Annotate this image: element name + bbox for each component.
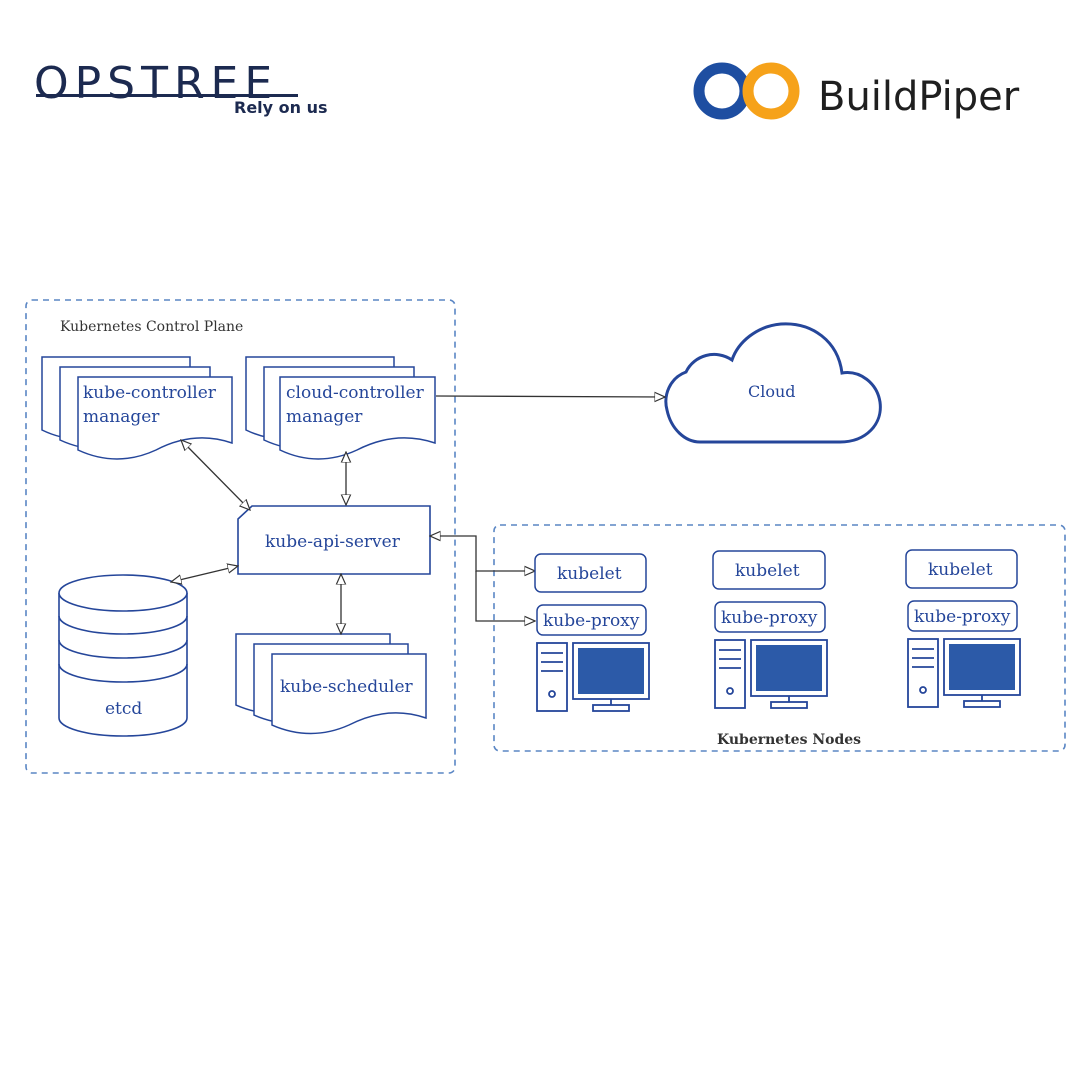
cloud-controller-manager-label-1: cloud-controller <box>286 383 425 403</box>
etcd-label: etcd <box>105 699 142 719</box>
kubelet-label: kubelet <box>928 560 993 580</box>
control-plane-group <box>25 299 456 774</box>
kube-controller-manager-node <box>41 356 233 460</box>
nodes-group <box>493 524 1066 752</box>
control-plane-label: Kubernetes Control Plane <box>60 319 243 335</box>
kubelet-label: kubelet <box>557 564 622 584</box>
kube-controller-manager-label-2: manager <box>83 407 160 427</box>
worker-node-3: kubelet kube-proxy <box>905 549 1021 708</box>
cloud-controller-manager-node <box>245 356 436 460</box>
kube-proxy-box <box>907 600 1018 632</box>
kube-proxy-box <box>714 601 826 633</box>
arrow-apiserver-kubeproxy <box>475 571 535 621</box>
nodes-group-label: Kubernetes Nodes <box>717 732 861 748</box>
opstree-logo-tagline: Rely on us <box>234 98 328 117</box>
worker-node-1: kubelet kube-proxy <box>534 553 650 712</box>
kube-scheduler-label: kube-scheduler <box>280 677 414 697</box>
opstree-logo-bar <box>36 94 298 97</box>
arrow-cloudctrl-cloud <box>435 396 665 397</box>
cloud-label: Cloud <box>748 382 796 401</box>
arrow-etcd-apiserver <box>171 566 238 582</box>
arrow-apiserver-kubelet <box>430 536 535 571</box>
cloud-controller-manager-label-2: manager <box>286 407 363 427</box>
computer-icon <box>536 642 650 712</box>
kube-scheduler-node <box>235 633 427 735</box>
kube-proxy-label: kube-proxy <box>721 608 818 628</box>
kube-controller-manager-label-1: kube-controller <box>83 383 217 403</box>
opstree-logo-wordmark: OPSTREE <box>34 58 279 109</box>
kube-proxy-label: kube-proxy <box>543 611 640 631</box>
kube-proxy-box <box>536 604 647 636</box>
etcd-node <box>58 574 188 737</box>
buildpiper-logo-wordmark: BuildPiper <box>818 74 1020 120</box>
buildpiper-logo-mark <box>693 62 800 120</box>
kube-proxy-label: kube-proxy <box>914 607 1011 627</box>
kube-api-server-node <box>237 505 431 575</box>
arrow-controller-apiserver <box>181 440 250 510</box>
worker-node-2: kubelet kube-proxy <box>712 550 828 709</box>
kubelet-box <box>534 553 647 593</box>
kubelet-box <box>712 550 826 590</box>
computer-icon <box>907 638 1021 708</box>
kubelet-label: kubelet <box>735 561 800 581</box>
connection-arrows <box>171 396 665 634</box>
kubelet-box <box>905 549 1018 589</box>
kube-api-server-label: kube-api-server <box>265 532 401 552</box>
computer-icon <box>714 639 828 709</box>
